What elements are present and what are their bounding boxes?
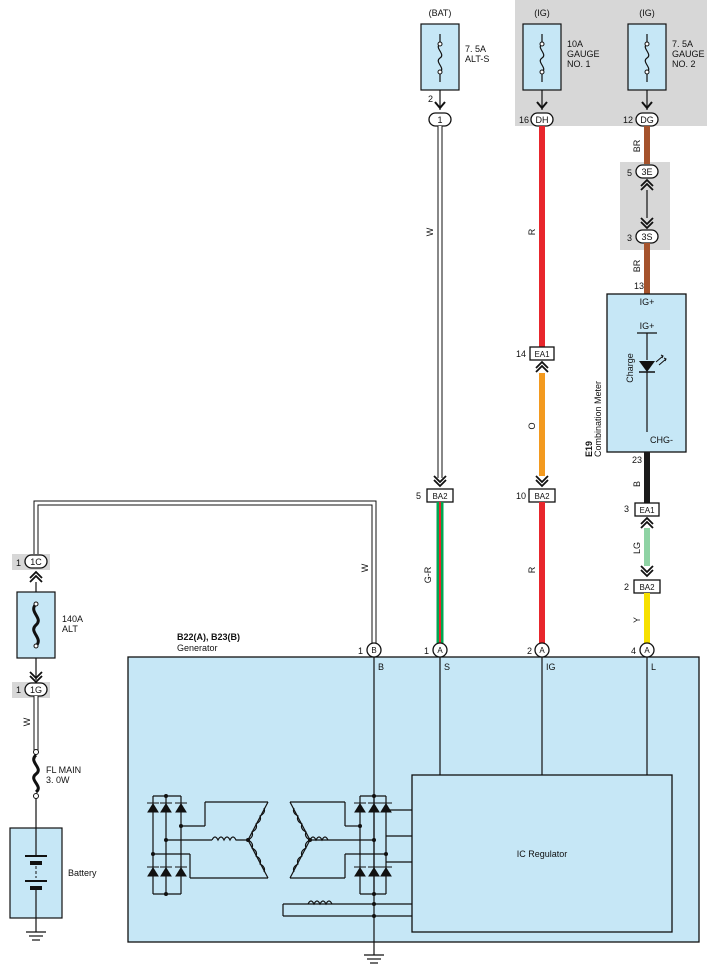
fuse-alt-s-icon [437,34,443,82]
conn-ea1-r-label: EA1 [534,350,550,359]
gen-pin-l-conn: A [644,646,650,655]
conn-dg-pin: 12 [623,115,633,125]
fuse-gauge2-num: NO. 2 [672,59,696,69]
conn-3e-label: 3E [641,167,652,177]
fuse-gauge2-icon [644,34,650,82]
wire-label-w-fl: W [22,717,32,726]
conn-dg-label: DG [640,115,654,125]
fuse-gauge1-name: GAUGE [567,49,600,59]
source-ig-1: (IG) [534,8,550,18]
conn-3s-label: 3S [641,232,652,242]
gen-pin-s-num: 1 [424,646,429,656]
gen-pin-l-num: 4 [631,646,636,656]
conn-ba2-w-pin: 5 [416,491,421,501]
conn-ea1-r [529,346,555,361]
gen-pin-s-conn: A [437,646,443,655]
gen-term-b: B [378,662,384,672]
fuse-fl-main-name: FL MAIN [46,765,81,775]
fuse-alt-amp: 140A [62,614,83,624]
ic-regulator-label: IC Regulator [517,849,568,859]
fuse-alt-name: ALT [62,624,78,634]
conn-ba2-r-pin: 10 [516,491,526,501]
conn-ba2-y-label: BA2 [639,583,655,592]
conn-ea1-b-label: EA1 [639,506,655,515]
meter-ig-top-label: IG+ [640,297,655,307]
conn-ea1-b [634,502,660,517]
meter-ref: E19 [584,441,594,457]
gen-pin-b-num: 1 [358,646,363,656]
battery-label: Battery [68,868,97,878]
conn-1-label: 1 [437,115,442,125]
fusible-link-icon [32,753,40,794]
wire-label-w-b: W [360,563,370,572]
wire-label-br-2: BR [632,259,642,272]
diode-icons [147,802,392,877]
conn-1-pin: 2 [428,94,433,104]
conn-1g-label: 1G [30,685,42,695]
wire-label-g-r: G-R [423,566,433,583]
generator-ground-icon [364,954,384,964]
fuse-fl-main-size: 3. 0W [46,775,70,785]
gen-term-ig: IG [546,662,556,672]
generator-ref: B22(A), B23(B) [177,632,240,642]
wire-label-o: O [527,422,537,429]
fuse-alt-s-amp: 7. 5A [465,44,486,54]
source-bat: (BAT) [429,8,452,18]
fuse-gauge2-amp: 7. 5A [672,39,693,49]
conn-3s-pin: 3 [627,233,632,243]
conn-ba2-w-label: BA2 [432,492,448,501]
wire-label-lg: LG [632,542,642,554]
ground-icon [26,931,46,941]
meter-pin-ig: 13 [634,281,644,291]
conn-1c-pin: 1 [16,558,21,568]
meter-name: Combination Meter [593,381,603,457]
conn-dh-pin: 16 [519,115,529,125]
wire-w-b [33,500,377,643]
meter-charge-label: Charge [625,353,635,383]
generator-name: Generator [177,643,218,653]
fuse-gauge1-num: NO. 1 [567,59,591,69]
meter-ig-inner-label: IG+ [640,321,655,331]
fuse-gauge2-name: GAUGE [672,49,705,59]
meter-pin-chg: 23 [632,455,642,465]
conn-ba2-y-pin: 2 [624,582,629,592]
fuse-alt-icon [32,602,40,648]
conn-ba2-r-label: BA2 [534,492,550,501]
gen-pin-b-conn: B [371,646,376,655]
fuse-gauge1-amp: 10A [567,39,583,49]
conn-1g-pin: 1 [16,685,21,695]
wire-label-w-alt-s: W [425,227,435,236]
wire-label-r-gauge: R [527,228,537,235]
ic-regulator [411,774,673,933]
conn-3e-pin: 5 [627,168,632,178]
gen-pin-ig-num: 2 [527,646,532,656]
conn-dh-label: DH [536,115,549,125]
conn-ea1-b-pin: 3 [624,504,629,514]
wire-label-y: Y [632,617,642,623]
fuse-alt-s-name: ALT-S [465,54,489,64]
wire-label-b: B [632,481,642,487]
source-ig-2: (IG) [639,8,655,18]
gen-pin-ig-conn: A [539,646,545,655]
conn-1c [24,554,48,569]
charge-lamp-icon [639,361,655,372]
gen-term-s: S [444,662,450,672]
conn-1c-label: 1C [30,557,42,567]
fuse-gauge1-icon [539,34,545,82]
wire-label-br-1: BR [632,139,642,152]
conn-ea1-r-pin: 14 [516,349,526,359]
gen-term-l: L [651,662,656,672]
conn-3e [635,164,659,179]
wire-label-r-ba2: R [527,566,537,573]
meter-chg-label: CHG- [650,435,673,445]
